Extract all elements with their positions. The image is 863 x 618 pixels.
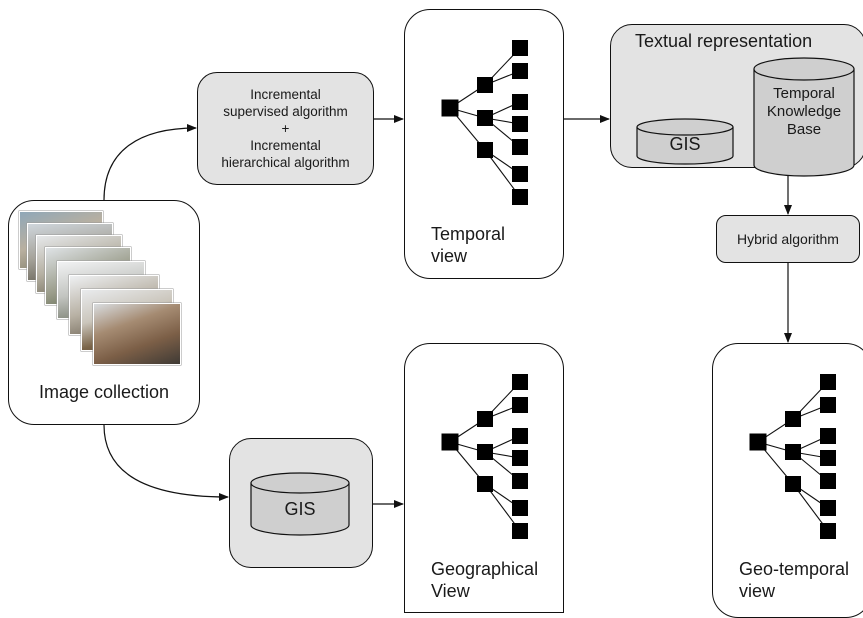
tree-node <box>512 450 528 466</box>
tree-node <box>820 428 836 444</box>
tree-node <box>820 374 836 390</box>
hybrid-algorithm-box: Hybrid algorithm <box>716 215 860 263</box>
algorithms-line-3: + <box>281 121 290 136</box>
tree-node <box>512 116 528 132</box>
tree-node <box>512 397 528 413</box>
knowledge-base-line-1: Temporal <box>773 85 835 102</box>
geo-temporal-view-line-2: view <box>739 581 776 601</box>
algorithms-line-4: Incremental <box>250 138 321 153</box>
tree-node <box>820 450 836 466</box>
arrow-collection-to-gis <box>103 424 229 501</box>
geographical-view-box: Geographical View <box>404 343 564 613</box>
geographical-view-line-2: View <box>431 581 470 601</box>
tree-node <box>477 142 493 158</box>
tree-node <box>785 476 801 492</box>
geo-temporal-tree-icon <box>749 374 836 539</box>
tree-node <box>512 166 528 182</box>
gis-label: GIS <box>284 499 316 519</box>
temporal-view-line-1: Temporal <box>431 224 506 244</box>
tree-node <box>512 374 528 390</box>
hybrid-algorithm-label: Hybrid algorithm <box>737 231 839 247</box>
tree-node <box>477 110 493 126</box>
tree-node <box>512 473 528 489</box>
gis-cylinder-icon <box>250 472 350 536</box>
tree-node <box>749 433 767 451</box>
tree-node <box>820 397 836 413</box>
tree-node <box>512 500 528 516</box>
temporal-view-line-2: view <box>431 246 468 266</box>
tree-node <box>477 476 493 492</box>
geo-temporal-view-line-1: Geo-temporal <box>739 559 850 579</box>
tree-node <box>785 444 801 460</box>
algorithms-box: Incremental supervised algorithm + Incre… <box>197 72 374 185</box>
algorithms-label: Incremental supervised algorithm + Incre… <box>198 86 373 171</box>
tree-node <box>820 500 836 516</box>
algorithms-line-5: hierarchical algorithm <box>221 155 350 170</box>
tree-node <box>512 139 528 155</box>
knowledge-base-cylinder-icon <box>753 57 855 177</box>
algorithms-line-2: supervised algorithm <box>223 104 348 119</box>
tree-node <box>477 411 493 427</box>
photo-stack <box>9 201 199 371</box>
textual-gis-label: GIS <box>669 134 701 154</box>
tree-node <box>512 523 528 539</box>
tree-node <box>820 473 836 489</box>
temporal-view-box: Temporal view <box>404 9 564 279</box>
gis-box: GIS <box>229 438 373 568</box>
photo-8 <box>93 303 181 365</box>
tree-node <box>512 428 528 444</box>
temporal-view-label: Temporal view <box>431 223 505 267</box>
tree-node <box>820 523 836 539</box>
tree-node <box>785 411 801 427</box>
tree-node <box>441 433 459 451</box>
arrow-collection-to-algorithms <box>103 124 197 201</box>
image-collection-box: Image collection <box>8 200 200 425</box>
geo-temporal-view-label: Geo-temporal view <box>739 558 849 602</box>
image-collection-label: Image collection <box>38 382 170 402</box>
textual-representation-title: Textual representation <box>635 31 813 51</box>
tree-node <box>512 94 528 110</box>
algorithms-line-1: Incremental <box>250 87 321 102</box>
tree-node <box>512 40 528 56</box>
geographical-tree-icon <box>441 374 528 539</box>
knowledge-base-label: Temporal Knowledge Base <box>753 85 855 139</box>
tree-node <box>512 63 528 79</box>
tree-node <box>477 444 493 460</box>
tree-node <box>477 77 493 93</box>
geographical-view-label: Geographical View <box>431 558 538 602</box>
temporal-tree-icon <box>441 40 528 205</box>
geo-temporal-view-box: Geo-temporal view <box>712 343 863 618</box>
knowledge-base-line-2: Knowledge <box>766 103 842 120</box>
geographical-view-line-1: Geographical <box>431 559 539 579</box>
tree-node <box>441 99 459 117</box>
tree-node <box>512 189 528 205</box>
textual-representation-box: Textual representation GIS Temporal Know… <box>610 24 863 177</box>
knowledge-base-line-3: Base <box>786 121 822 138</box>
gis-cylinder-icon <box>636 118 734 165</box>
